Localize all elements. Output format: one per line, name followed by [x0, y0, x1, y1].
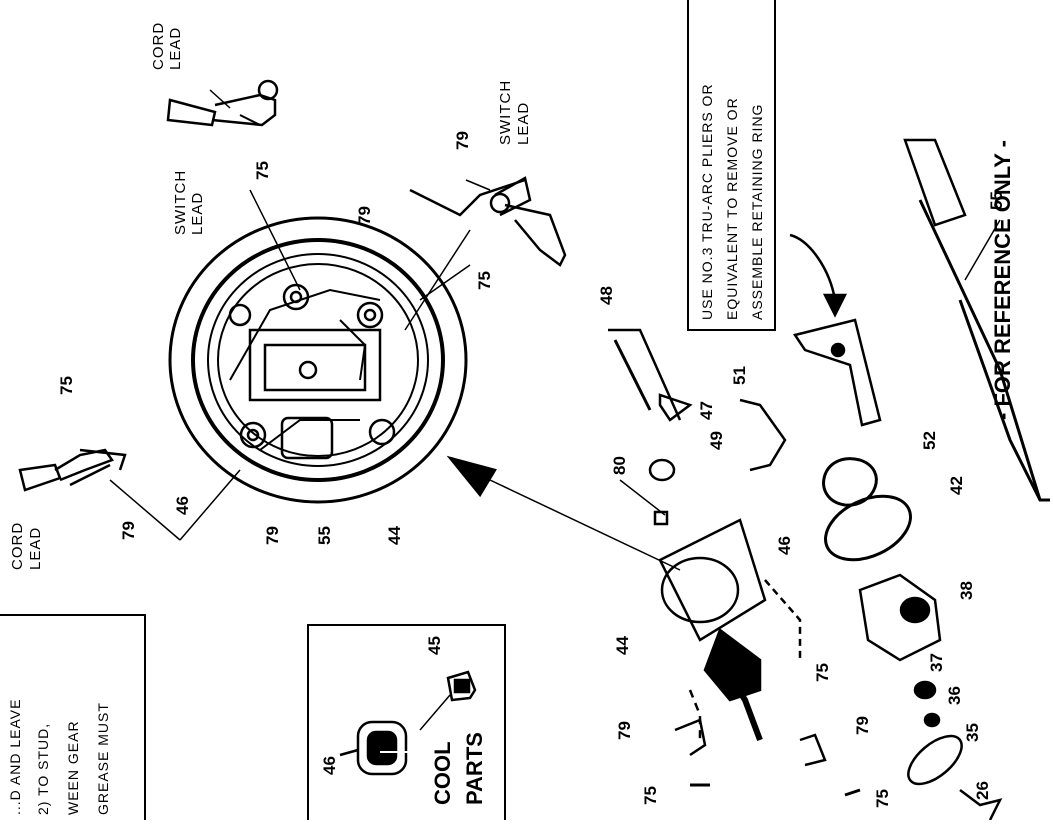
cord-lead-top-label-1: CORD — [150, 22, 167, 70]
right-note-line-3: ASSEMBLE RETAINING RING — [749, 104, 765, 320]
left-note-line-4: GREASE MUST — [95, 702, 111, 815]
left-note-line-2: 2) TO STUD, — [35, 723, 51, 815]
cord-lead-left-label-2: LEAD — [27, 527, 44, 570]
switch-lead-right-assembly — [409, 176, 567, 267]
part-79-top: 79 — [355, 206, 374, 225]
cool-parts-line-1: COOL — [430, 741, 455, 805]
part-75-top: 75 — [253, 161, 272, 180]
small-parts — [608, 138, 1050, 821]
part-45: 45 — [425, 636, 444, 655]
part-75-bottom-b: 75 — [873, 789, 892, 808]
cord-lead-left-label-1: CORD — [9, 522, 26, 570]
left-note-line-3: WEEN GEAR — [65, 720, 81, 815]
part-51: 51 — [730, 366, 749, 385]
switch-lead-top-label-1: SWITCH — [172, 170, 189, 235]
right-note-box: USE NO.3 TRU-ARC PLIERS OR EQUIVALENT TO… — [687, 0, 776, 331]
part-38: 38 — [957, 581, 976, 600]
part-75-gear: 75 — [813, 663, 832, 682]
part-55-cord: 55 — [987, 191, 1006, 210]
cool-parts-line-2: PARTS — [462, 732, 487, 805]
part-52: 52 — [920, 431, 939, 450]
part-26: 26 — [973, 781, 992, 800]
part-80: 80 — [610, 456, 629, 475]
gearbox-parts — [658, 518, 861, 797]
part-79-left: 79 — [119, 521, 138, 540]
cord-lead-top-label-2: LEAD — [167, 27, 184, 70]
switch-lead-right-label-1: SWITCH — [497, 80, 514, 145]
cord-lead-left-assembly — [18, 448, 241, 541]
cool-parts-box: COOL PARTS 46 45 — [307, 624, 506, 820]
part-79-gear-b: 79 — [853, 716, 872, 735]
part-79-right: 79 — [453, 131, 472, 150]
part-79-gear-a: 79 — [615, 721, 634, 740]
part-35: 35 — [963, 723, 982, 742]
part-44-gear: 44 — [613, 636, 632, 655]
left-note-box: ...D AND LEAVE 2) TO STUD, WEEN GEAR GRE… — [0, 614, 146, 820]
part-75-right: 75 — [475, 271, 494, 290]
main-housing — [168, 216, 468, 504]
left-note-line-1: ...D AND LEAVE — [7, 699, 23, 815]
part-44-housing: 44 — [385, 526, 404, 545]
part-46-gear: 46 — [775, 536, 794, 555]
right-note-line-1: USE NO.3 TRU-ARC PLIERS OR — [699, 83, 715, 320]
cord-lead-top-assembly — [166, 79, 279, 127]
part-36: 36 — [945, 686, 964, 705]
part-75-left: 75 — [57, 376, 76, 395]
right-note-line-2: EQUIVALENT TO REMOVE OR — [724, 97, 740, 320]
switch-lead-right-label-2: LEAD — [515, 102, 532, 145]
part-79-housing: 79 — [263, 526, 282, 545]
part-75-bottom-a: 75 — [641, 786, 660, 805]
part-49: 49 — [707, 431, 726, 450]
part-42: 42 — [947, 476, 966, 495]
part-46-cool: 46 — [320, 756, 339, 775]
part-47: 47 — [697, 401, 716, 420]
part-37: 37 — [927, 653, 946, 672]
part-55-housing: 55 — [315, 526, 334, 545]
switch-lead-top-label-2: LEAD — [189, 192, 206, 235]
part-46-housing: 46 — [173, 496, 192, 515]
part-48: 48 — [597, 286, 616, 305]
